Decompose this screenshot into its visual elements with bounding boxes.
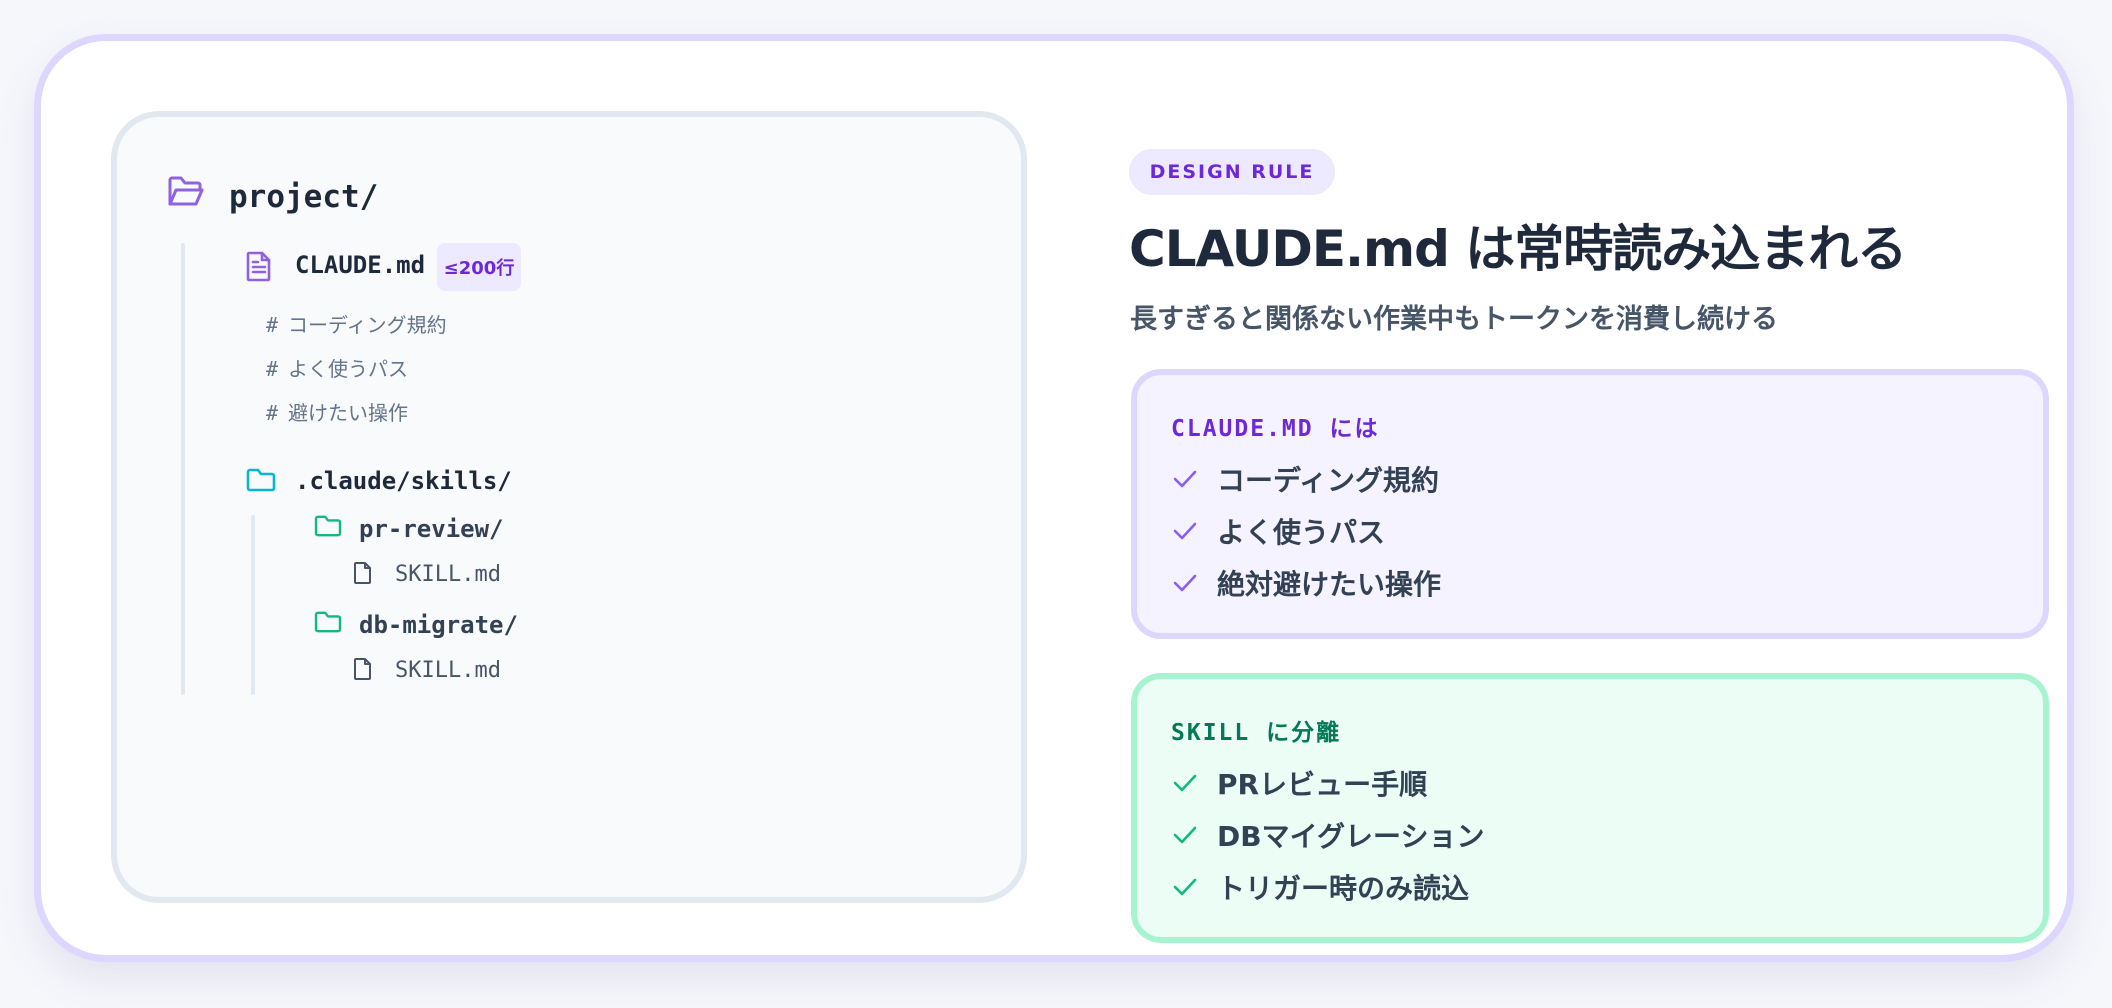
skill-md-file[interactable]: SKILL.md xyxy=(395,658,501,683)
check-icon xyxy=(1173,470,1197,488)
file-text-icon xyxy=(246,251,271,282)
line-limit-badge: ≤200行 xyxy=(437,243,521,291)
list-item: DBマイグレーション xyxy=(1171,815,1484,855)
check-icon xyxy=(1173,826,1197,844)
list-item: 絶対避けたい操作 xyxy=(1171,563,1441,603)
skill-box-title: SKILL に分離 xyxy=(1171,720,1342,746)
comment-line: #避けたい操作 xyxy=(266,401,409,425)
file-tree-panel: project/ CLAUDE.md ≤200行 #コーディング規約 #よく使う… xyxy=(111,111,1027,903)
claude-md-file[interactable]: CLAUDE.md xyxy=(295,251,426,279)
skill-box: SKILL に分離 PRレビュー手順 DBマイグレーション トリガー時のみ読込 xyxy=(1131,673,2049,943)
tree-guide-root xyxy=(181,243,185,695)
file-icon xyxy=(354,658,371,680)
design-rule-tag: DESIGN RULE xyxy=(1129,149,1335,195)
file-icon xyxy=(354,562,371,584)
root-folder-label[interactable]: project/ xyxy=(229,179,379,215)
check-icon xyxy=(1173,522,1197,540)
folder-icon xyxy=(314,611,342,633)
tree-guide-skills xyxy=(251,515,255,695)
check-icon xyxy=(1173,878,1197,896)
comment-line: #コーディング規約 xyxy=(266,313,447,337)
folder-icon xyxy=(314,515,342,537)
list-item: PRレビュー手順 xyxy=(1171,763,1427,803)
list-item: よく使うパス xyxy=(1171,511,1385,551)
rule-subtitle: 長すぎると関係ない作業中もトークンを消費し続ける xyxy=(1130,304,1778,335)
rule-title: CLAUDE.md は常時読み込まれる xyxy=(1129,220,1907,278)
pr-review-folder[interactable]: pr-review/ xyxy=(359,515,504,543)
rule-card: project/ CLAUDE.md ≤200行 #コーディング規約 #よく使う… xyxy=(34,34,2074,962)
check-icon xyxy=(1173,774,1197,792)
claude-md-box: CLAUDE.MD には コーディング規約 よく使うパス 絶対避けたい操作 xyxy=(1131,369,2049,639)
check-icon xyxy=(1173,574,1197,592)
folder-icon xyxy=(246,468,276,492)
skills-folder-label[interactable]: .claude/skills/ xyxy=(295,467,512,495)
list-item: トリガー時のみ読込 xyxy=(1171,867,1469,907)
skill-md-file[interactable]: SKILL.md xyxy=(395,562,501,587)
comment-line: #よく使うパス xyxy=(266,357,409,381)
claude-md-box-title: CLAUDE.MD には xyxy=(1171,416,1380,442)
db-migrate-folder[interactable]: db-migrate/ xyxy=(359,611,518,639)
list-item: コーディング規約 xyxy=(1171,459,1439,499)
folder-open-icon xyxy=(168,176,204,206)
